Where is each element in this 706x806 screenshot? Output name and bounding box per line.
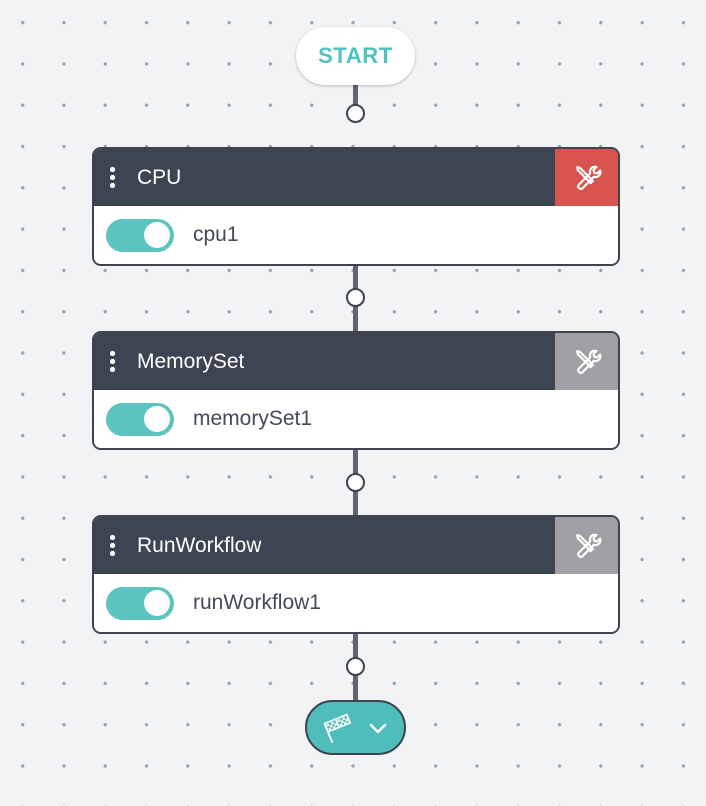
node-title: MemorySet bbox=[137, 349, 245, 373]
tools-button[interactable] bbox=[555, 149, 618, 206]
chevron-down-icon[interactable] bbox=[366, 716, 390, 740]
node-header: MemorySet bbox=[94, 333, 618, 390]
enable-toggle[interactable] bbox=[106, 218, 174, 252]
kebab-menu-icon[interactable] bbox=[110, 351, 128, 372]
workflow-node-cpu[interactable]: CPU cpu1 bbox=[92, 147, 620, 266]
node-header-left: CPU bbox=[94, 149, 555, 206]
tools-icon bbox=[572, 163, 602, 193]
enable-toggle[interactable] bbox=[106, 586, 174, 620]
connector-line-start-to-node1 bbox=[353, 80, 358, 115]
tools-button[interactable] bbox=[555, 517, 618, 574]
toggle-knob bbox=[144, 222, 170, 248]
node-body: cpu1 bbox=[94, 206, 618, 264]
tools-icon bbox=[572, 347, 602, 377]
node-body: runWorkflow1 bbox=[94, 574, 618, 632]
connector-joint-1[interactable] bbox=[346, 104, 365, 123]
connector-joint-2[interactable] bbox=[346, 288, 365, 307]
workflow-node-memoryset[interactable]: MemorySet memorySet1 bbox=[92, 331, 620, 450]
end-node[interactable] bbox=[305, 700, 406, 755]
toggle-knob bbox=[144, 590, 170, 616]
node-title: CPU bbox=[137, 165, 182, 189]
tools-icon bbox=[572, 531, 602, 561]
node-header-left: MemorySet bbox=[94, 333, 555, 390]
node-item-label: cpu1 bbox=[193, 223, 239, 246]
connector-joint-4[interactable] bbox=[346, 657, 365, 676]
node-item-label: memorySet1 bbox=[193, 407, 313, 430]
start-label: START bbox=[318, 43, 393, 68]
connector-joint-3[interactable] bbox=[346, 473, 365, 492]
toggle-knob bbox=[144, 406, 170, 432]
node-item-label: runWorkflow1 bbox=[193, 591, 321, 614]
node-title: RunWorkflow bbox=[137, 533, 262, 557]
enable-toggle[interactable] bbox=[106, 402, 174, 436]
checkered-flag-icon bbox=[322, 712, 358, 744]
tools-button[interactable] bbox=[555, 333, 618, 390]
kebab-menu-icon[interactable] bbox=[110, 535, 128, 556]
node-header: CPU bbox=[94, 149, 618, 206]
node-header: RunWorkflow bbox=[94, 517, 618, 574]
node-body: memorySet1 bbox=[94, 390, 618, 448]
node-header-left: RunWorkflow bbox=[94, 517, 555, 574]
start-node[interactable]: START bbox=[296, 27, 415, 85]
workflow-node-runworkflow[interactable]: RunWorkflow runWorkflow1 bbox=[92, 515, 620, 634]
kebab-menu-icon[interactable] bbox=[110, 167, 128, 188]
